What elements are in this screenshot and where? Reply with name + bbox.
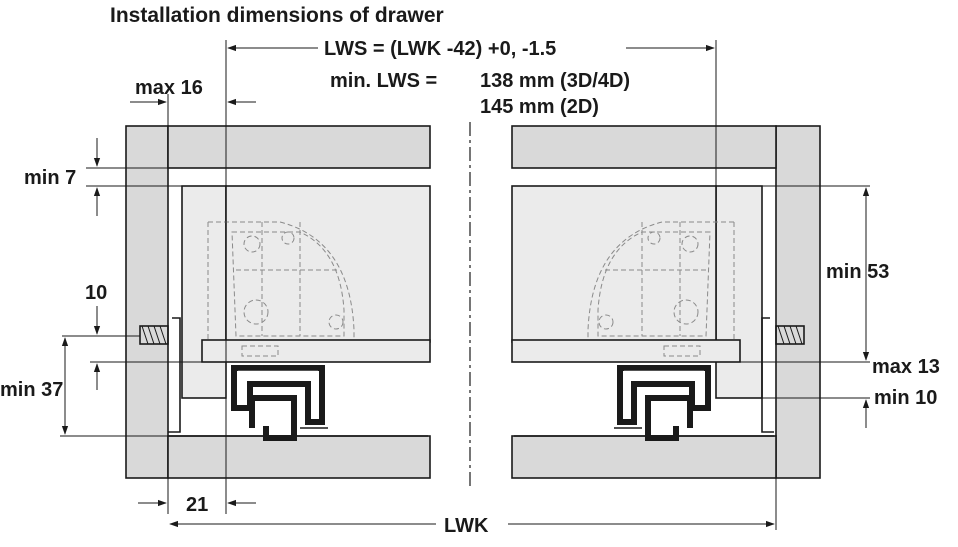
right-drawer-front xyxy=(511,185,717,343)
dim-21: 21 xyxy=(186,494,208,516)
min-lws-prefix: min. LWS = xyxy=(330,70,437,92)
left-runner-ghost xyxy=(207,221,355,357)
left-top-panel xyxy=(167,125,431,169)
lws-formula: LWS = (LWK -42) +0, -1.5 xyxy=(324,38,556,60)
right-bottom-panel xyxy=(511,435,777,479)
left-screw xyxy=(139,325,169,345)
dim-min-10: min 10 xyxy=(874,387,937,409)
min-lws-3d4d: 138 mm (3D/4D) xyxy=(480,70,630,92)
dim-min-37: min 37 xyxy=(0,379,63,401)
right-drawer-side xyxy=(715,185,763,399)
dim-lwk: LWK xyxy=(444,515,489,537)
right-drawer-bottom xyxy=(511,339,741,363)
dim-10: 10 xyxy=(85,282,107,304)
min-lws-2d: 145 mm (2D) xyxy=(480,96,599,118)
dim-min-7: min 7 xyxy=(24,167,76,189)
left-runner-profile xyxy=(168,317,428,441)
left-side-panel xyxy=(125,125,169,479)
right-runner-ghost xyxy=(587,221,735,357)
left-bottom-panel xyxy=(167,435,431,479)
diagram-title: Installation dimensions of drawer xyxy=(110,4,444,27)
left-drawer-front xyxy=(225,185,431,343)
dim-max-13: max 13 xyxy=(872,356,940,378)
left-drawer-side xyxy=(181,185,227,399)
dim-max-16: max 16 xyxy=(135,77,203,99)
dimension-lines xyxy=(60,40,870,530)
right-top-panel xyxy=(511,125,777,169)
dim-min-53: min 53 xyxy=(826,261,889,283)
right-side-panel xyxy=(775,125,821,479)
right-screw xyxy=(775,325,805,345)
left-drawer-bottom xyxy=(201,339,431,363)
right-runner-profile xyxy=(514,317,774,441)
right-cabinet xyxy=(511,125,821,479)
